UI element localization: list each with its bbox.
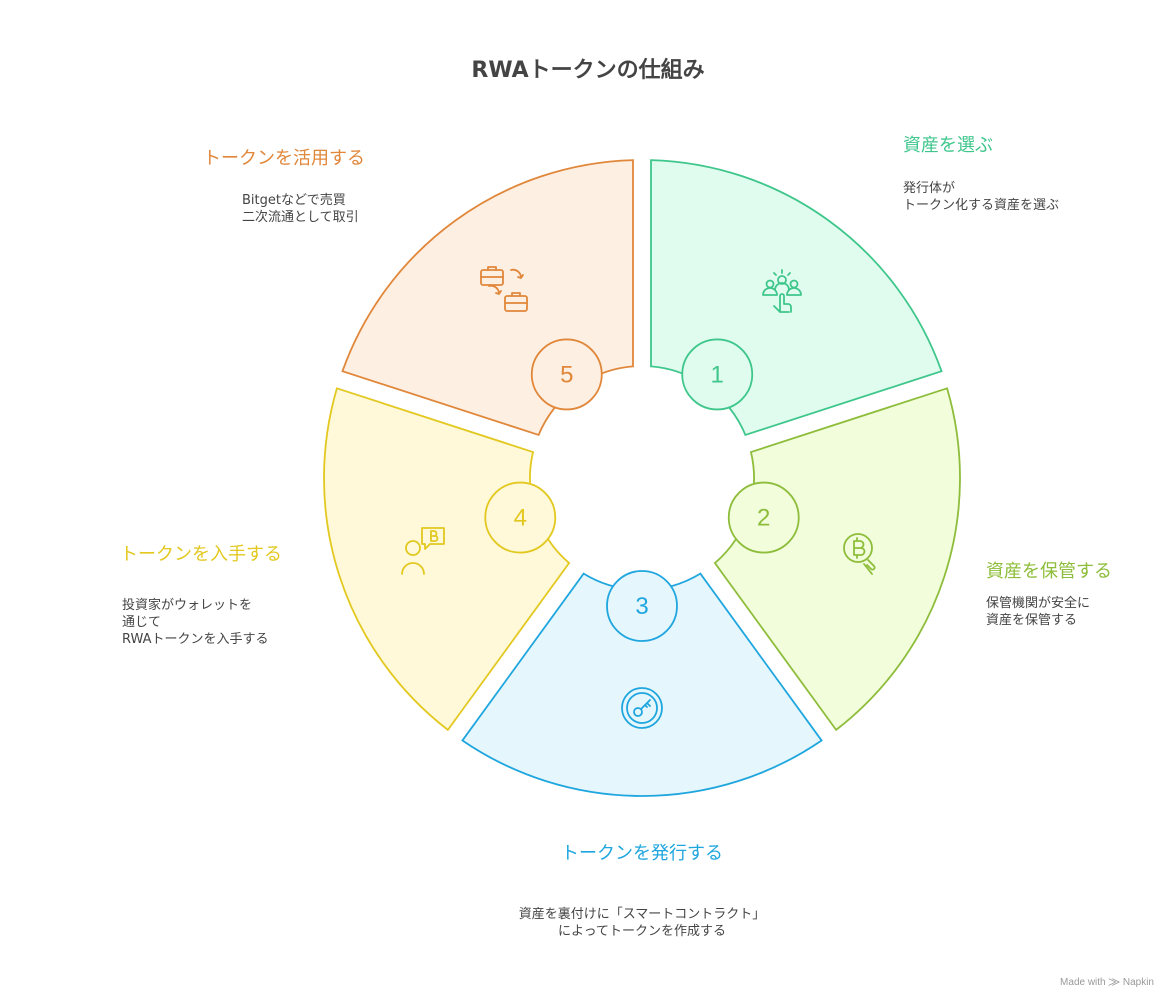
- step-number: 3: [635, 593, 648, 620]
- step-2-title: 資産を保管する: [986, 561, 1112, 582]
- step-number: 5: [560, 361, 573, 388]
- step-badge-3: 3: [606, 570, 678, 642]
- step-5-title: トークンを活用する: [203, 148, 365, 169]
- page-title: RWAトークンの仕組み: [471, 58, 705, 83]
- step-1-title: 資産を選ぶ: [903, 135, 993, 156]
- step-1-desc: 発行体が トークン化する資産を選ぶ: [903, 181, 1060, 213]
- step-number: 4: [514, 505, 527, 532]
- step-2-desc: 保管機関が安全に 資産を保管する: [986, 596, 1091, 628]
- step-badge-5: 5: [530, 338, 603, 411]
- step-3-desc: 資産を裏付けに「スマートコントラクト」 によってトークンを作成する: [518, 907, 766, 939]
- people-pointer-icon: [762, 269, 802, 313]
- step-badge-1: 1: [681, 338, 754, 411]
- napkin-credit: Made with ⨠ Napkin: [1060, 977, 1154, 988]
- step-badge-2: 2: [727, 481, 800, 554]
- step-5-desc: Bitgetなどで売買 二次流通として取引: [242, 193, 359, 225]
- person-bitcoin-icon: [401, 527, 445, 575]
- step-badge-4: 4: [484, 481, 557, 554]
- key-coin-icon: [621, 687, 663, 729]
- step-number: 1: [711, 361, 724, 388]
- step-4-title: トークンを入手する: [120, 544, 282, 565]
- step-3-title: トークンを発行する: [561, 843, 723, 864]
- step-number: 2: [757, 505, 770, 532]
- briefcase-exchange-icon: [480, 266, 528, 312]
- step-4-desc: 投資家がウォレットを 通じて RWAトークンを入手する: [122, 598, 269, 647]
- bitcoin-hand-icon: [843, 533, 876, 575]
